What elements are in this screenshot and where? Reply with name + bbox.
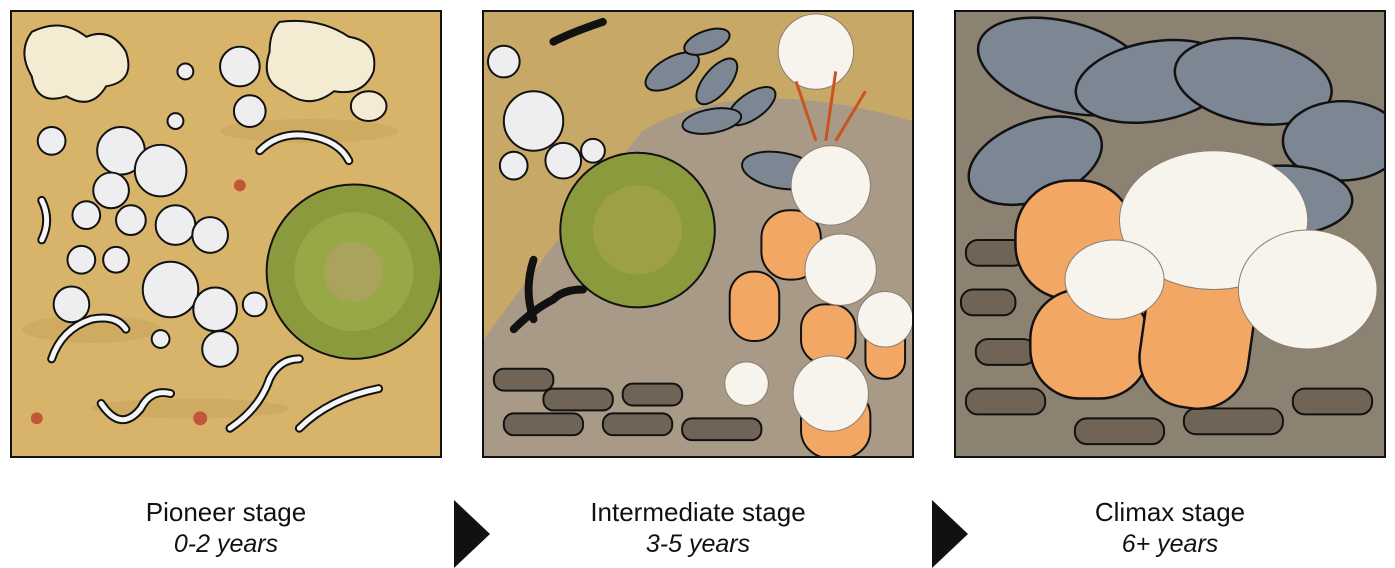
stage-caption-pioneer: Pioneer stage 0-2 years bbox=[10, 496, 442, 560]
sea-urchin bbox=[267, 184, 440, 358]
stage-years: 6+ years bbox=[954, 528, 1386, 560]
stage-years: 0-2 years bbox=[10, 528, 442, 560]
sea-urchin bbox=[560, 153, 715, 308]
stage-caption-climax: Climax stage 6+ years bbox=[954, 496, 1386, 560]
stage-label: Pioneer stage bbox=[10, 496, 442, 528]
stage-label: Intermediate stage bbox=[482, 496, 914, 528]
intermediate-stage-illustration bbox=[482, 10, 914, 458]
stage-years: 3-5 years bbox=[482, 528, 914, 560]
stage-caption-intermediate: Intermediate stage 3-5 years bbox=[482, 496, 914, 560]
pioneer-stage-illustration bbox=[10, 10, 442, 458]
climax-stage-illustration bbox=[954, 10, 1386, 458]
triangle-arrow-right-icon bbox=[932, 500, 968, 568]
triangle-arrow-right-icon bbox=[454, 500, 490, 568]
stage-label: Climax stage bbox=[954, 496, 1386, 528]
